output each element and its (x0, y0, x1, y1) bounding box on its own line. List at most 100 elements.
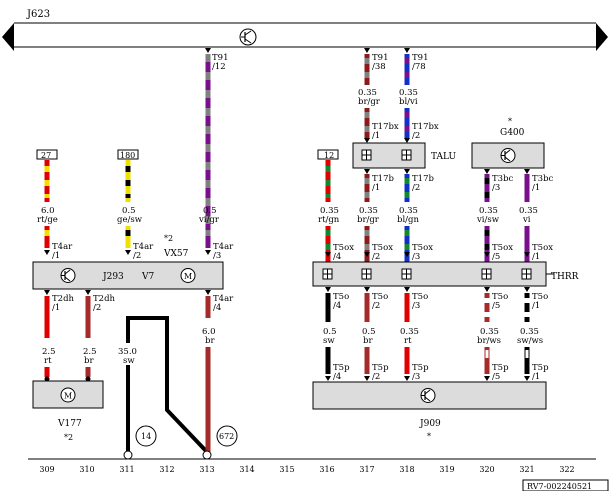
svg-text:rt/gn: rt/gn (318, 215, 340, 225)
svg-text:T5ox: T5ox (412, 243, 433, 253)
footer-id-box (522, 479, 609, 491)
svg-text:0.5: 0.5 (122, 206, 136, 216)
svg-text:0.35: 0.35 (399, 206, 418, 216)
ground-point-311 (123, 450, 133, 460)
svg-text:0.35: 0.35 (479, 206, 498, 216)
pin-t5p-1: T5p /1 (524, 363, 549, 382)
svg-text:br/gr: br/gr (357, 215, 380, 225)
svg-text:0.35: 0.35 (480, 327, 499, 337)
svg-text:M: M (64, 392, 72, 401)
ground-badge-14 (135, 425, 157, 447)
label-vx57: VX57 (163, 249, 189, 259)
rail-number: 313 (199, 465, 214, 474)
svg-text:T91: T91 (212, 53, 229, 63)
pin-t5p-5: T5p /5 (484, 363, 509, 382)
rail-number: 312 (159, 465, 174, 474)
scroll-left-arrow-icon[interactable] (2, 23, 14, 51)
label-v177: V177 (57, 419, 82, 429)
svg-text:0.35: 0.35 (400, 327, 419, 337)
svg-text:/1: /1 (52, 303, 60, 313)
svg-text:/2: /2 (372, 372, 380, 382)
svg-text:0.5: 0.5 (203, 206, 217, 216)
svg-text:T5o: T5o (333, 292, 349, 302)
label-w317-size: 0.35 (358, 88, 377, 98)
svg-text:0.5: 0.5 (323, 327, 337, 337)
svg-text:br/ws: br/ws (477, 336, 501, 346)
svg-text:T5p: T5p (492, 363, 509, 373)
pin-t4ar-3: T4ar /3 (205, 242, 234, 261)
thrr-connector (312, 261, 547, 287)
ground-badge-672 (216, 425, 238, 447)
svg-text:2.5: 2.5 (42, 347, 56, 357)
svg-text:T4ar: T4ar (213, 294, 234, 304)
svg-text:T5o: T5o (492, 292, 508, 302)
svg-text:sw: sw (123, 356, 135, 366)
svg-text:T3bc: T3bc (492, 174, 514, 184)
g400-transistor-icon (500, 148, 516, 163)
svg-text:/2: /2 (93, 303, 101, 313)
pin-t5o-2: T5o /2 (364, 287, 388, 311)
ground-point-313 (202, 450, 212, 460)
svg-text:0.35: 0.35 (519, 206, 538, 216)
svg-text:/5: /5 (492, 372, 500, 382)
svg-text:35.0: 35.0 (118, 347, 137, 357)
label-thrr: THRR (551, 272, 579, 282)
label-g400: G400 (500, 128, 525, 138)
pin-t5ox-2: T5ox /2 (364, 243, 393, 262)
svg-text:ge/sw: ge/sw (117, 215, 143, 225)
label-j293: J293 (102, 272, 124, 282)
pin-t3bc-3: T3bc /3 (484, 169, 514, 193)
svg-text:T5o: T5o (412, 292, 428, 302)
pin-t5p-2: T5p /2 (364, 363, 389, 382)
svg-text:6.0: 6.0 (41, 206, 55, 216)
svg-text:T5p: T5p (333, 363, 350, 373)
svg-text:/38: /38 (372, 62, 386, 72)
rail-number: 320 (479, 465, 494, 474)
svg-text:T17bx: T17bx (372, 122, 399, 132)
svg-text:/2: /2 (412, 131, 420, 141)
scroll-right-arrow-icon[interactable] (596, 23, 608, 51)
svg-text:bl/gn: bl/gn (397, 215, 419, 225)
title-j623: J623 (26, 9, 50, 20)
pin-t2dh-1: T2dh /1 (44, 290, 75, 313)
tag-180 (117, 149, 139, 160)
label-w318-size: 0.35 (399, 88, 418, 98)
vx57-note: *2 (164, 234, 173, 243)
svg-text:27: 27 (41, 151, 51, 160)
j909-transistor-icon (420, 388, 436, 403)
rail-number: 310 (79, 465, 94, 474)
svg-text:/2: /2 (372, 252, 380, 262)
svg-text:/4: /4 (213, 303, 221, 313)
svg-text:/12: /12 (212, 62, 226, 72)
pin-t17b-1: T17b /1 (364, 169, 394, 193)
svg-text:/1: /1 (532, 301, 540, 311)
svg-text:T4ar: T4ar (213, 242, 234, 252)
label-v7: V7 (141, 272, 154, 282)
tag-12 (317, 149, 339, 160)
svg-text:6.0: 6.0 (202, 327, 216, 337)
svg-text:0.35: 0.35 (520, 327, 539, 337)
pin-t17bx-2: T17bx /2 (404, 122, 439, 143)
svg-text:T5p: T5p (532, 363, 549, 373)
pin-t4ar-4: T4ar /4 (205, 290, 234, 313)
v177-motor-icon: M (60, 387, 76, 403)
pin-t5ox-5: T5ox /5 (484, 243, 513, 262)
talu-terminal-icon (361, 149, 412, 161)
j623-transistor-icon (239, 28, 257, 46)
svg-text:/2: /2 (412, 183, 420, 193)
svg-text:14: 14 (141, 432, 151, 441)
svg-text:/1: /1 (372, 131, 380, 141)
label-j909: J909 (419, 419, 441, 429)
pin-t5o-1: T5o /1 (524, 287, 548, 311)
rail-number: 319 (439, 465, 454, 474)
svg-text:/5: /5 (492, 301, 500, 311)
g400-note: * (508, 117, 512, 126)
svg-text:/2: /2 (372, 301, 380, 311)
rail-number: 309 (39, 465, 54, 474)
rail-number: 314 (239, 465, 254, 474)
rail-number: 315 (279, 465, 294, 474)
pin-t5o-5: T5o /5 (484, 287, 508, 311)
svg-text:rt: rt (44, 356, 52, 366)
svg-text:T17bx: T17bx (412, 122, 439, 132)
label-w318-color: bl/vi (399, 97, 418, 107)
